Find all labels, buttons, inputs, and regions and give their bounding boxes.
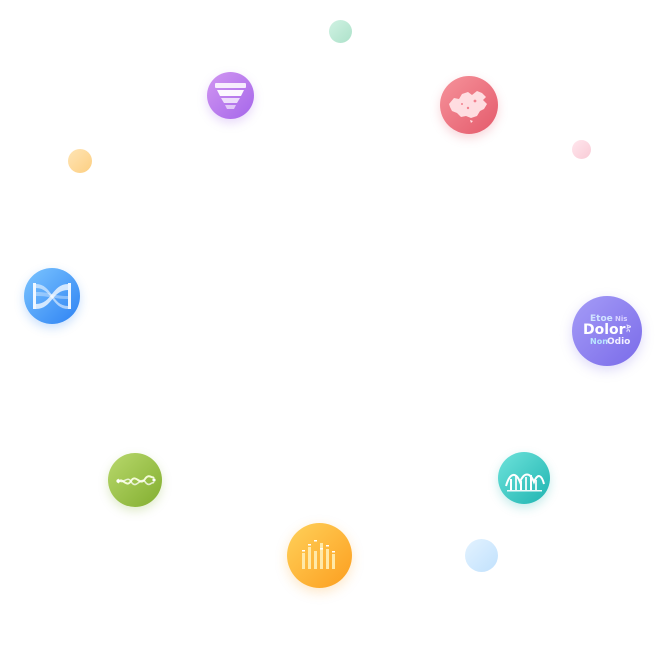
- decorative-dot: [572, 140, 591, 159]
- sankey-chart-icon[interactable]: [24, 268, 80, 324]
- funnel-chart-icon[interactable]: [207, 72, 254, 119]
- parallel-lines-chart-icon[interactable]: [108, 453, 162, 507]
- word-cloud-icon[interactable]: Etoe Nis Dolor Ac Non Odio: [572, 296, 642, 366]
- decorative-dot: [465, 539, 498, 572]
- word-cloud-word: Nis: [615, 315, 628, 323]
- word-cloud-word: Ac: [624, 324, 632, 333]
- word-cloud-word: Etoe: [590, 314, 613, 324]
- word-cloud-word: Odio: [607, 337, 631, 347]
- decorative-dot: [68, 149, 92, 173]
- bar-chart-icon[interactable]: [287, 523, 352, 588]
- word-cloud-word: Non: [590, 337, 608, 346]
- decorative-dot: [329, 20, 352, 43]
- candlestick-chart-icon[interactable]: [498, 452, 550, 504]
- word-cloud-word: Dolor: [583, 322, 626, 338]
- china-map-icon[interactable]: [440, 76, 498, 134]
